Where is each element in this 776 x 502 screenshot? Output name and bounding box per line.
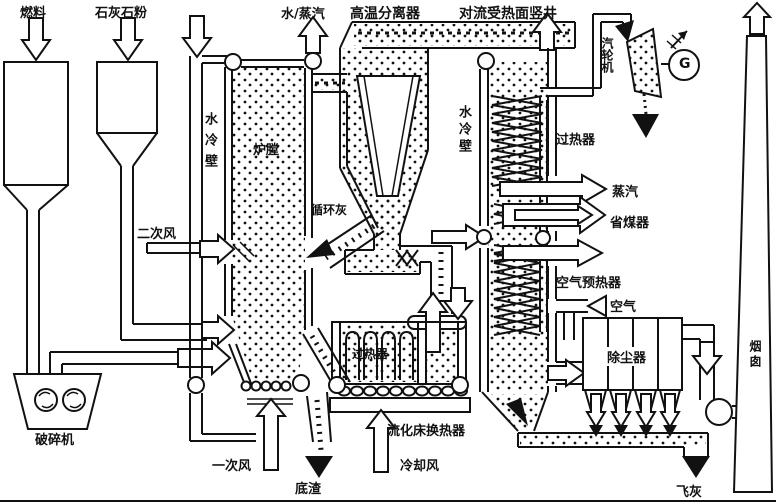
- label-dust-collector: 除尘器: [606, 347, 648, 366]
- label-circulating-ash: 循环灰: [311, 203, 348, 217]
- label-primary-air: 一次风: [212, 459, 252, 474]
- air-inlet: [556, 294, 607, 340]
- fbhe-down-arrow: [441, 287, 475, 321]
- superheater-coil: [491, 95, 543, 187]
- label-water-steam: 水/蒸汽: [281, 7, 325, 22]
- turbine-exhaust-arrow: [632, 114, 659, 138]
- cyclone-separator: [339, 48, 429, 250]
- label-secondary-air: 二次风: [137, 227, 177, 242]
- grate-nozzle: [240, 380, 252, 392]
- fuel-hopper: [3, 61, 69, 374]
- drum-left: [224, 53, 242, 71]
- shaft-top-header: [477, 52, 495, 70]
- shaft-inlet-arrow: [431, 223, 487, 251]
- flue-gas-arrow: [547, 358, 586, 388]
- fbhe-windbox: [329, 397, 471, 413]
- id-fan: [705, 398, 733, 426]
- fbhe-right-header: [451, 376, 469, 394]
- fly-ash-arrow: [682, 456, 710, 478]
- fbhe-superheater-tube: [345, 330, 360, 380]
- ash-return-arrow: [306, 239, 334, 258]
- label-economizer: 省煤器: [610, 216, 650, 231]
- header-drums: [187, 52, 551, 394]
- label-water-wall-left: 水冷壁: [202, 112, 217, 175]
- crushed-fuel-arrow: [177, 339, 232, 377]
- label-fbhe: 流化床换热器: [387, 424, 466, 439]
- shaft-top-arrow: [531, 11, 563, 51]
- label-air-preheater: 空气预热器: [556, 276, 622, 291]
- hopper-arrow-2: [610, 393, 632, 429]
- label-crusher: 破碎机: [35, 433, 75, 448]
- furnace-bottom-header: [292, 374, 310, 392]
- label-superheater-shaft: 过热器: [556, 133, 596, 148]
- furnace: [224, 59, 313, 405]
- label-water-wall-right: 水冷壁: [456, 105, 471, 156]
- hopper-arrow-4: [659, 393, 681, 429]
- label-chimney: 烟囱: [748, 340, 762, 370]
- label-limestone: 石灰石粉: [95, 6, 148, 21]
- label-furnace: 炉膛: [253, 143, 280, 158]
- label-steam: 蒸汽: [612, 185, 639, 200]
- economizer-out-arrow: [502, 238, 605, 268]
- label-generator-g: G: [679, 56, 691, 72]
- label-steam-turbine: 汽轮机: [600, 37, 614, 73]
- secondary-air-pipe: [146, 241, 255, 263]
- label-bottom-slag: 底渣: [295, 482, 322, 497]
- label-fuel: 燃料: [20, 6, 47, 21]
- turbine-inlet-arrow: [615, 20, 634, 42]
- shaft-ash-arrow: [506, 398, 528, 426]
- bottom-slag-duct: [306, 391, 332, 451]
- fan-inlet-arrow: [690, 341, 724, 376]
- label-convection-shaft: 对流受热面竖井: [459, 6, 557, 22]
- label-separator: 高温分离器: [350, 6, 420, 22]
- pipe-header: [535, 230, 551, 246]
- limestone-hopper: [96, 61, 207, 341]
- fuel-feed-arrow: [20, 17, 52, 62]
- label-superheater-fbhe: 过热器: [352, 347, 389, 361]
- hopper-arrow-1: [585, 393, 607, 429]
- fluidized-bed-heat-exchanger: [302, 321, 471, 413]
- primary-air-arrow: [254, 397, 288, 471]
- steam-turbine: [625, 27, 670, 115]
- label-air: 空气: [610, 300, 637, 315]
- vortex-finder: [355, 75, 422, 197]
- flue-to-dust-collector: [556, 361, 586, 385]
- label-fly-ash: 飞灰: [676, 485, 703, 500]
- limestone-inject-arrow: [201, 313, 236, 347]
- fbhe-left-header: [328, 376, 346, 394]
- generator-circle: [668, 49, 700, 81]
- drum-right: [304, 52, 322, 70]
- crossover-duct: [312, 73, 347, 93]
- secondary-air-arrow: [199, 232, 236, 266]
- shaft-mid-header: [476, 229, 492, 245]
- loop-seal: [344, 249, 421, 275]
- cooling-air-arrow: [364, 408, 398, 473]
- label-cooling-air: 冷却风: [400, 459, 440, 474]
- water-steam-arrow: [297, 15, 329, 54]
- chimney: [732, 35, 774, 493]
- downcomer-bottom-header: [187, 376, 205, 394]
- limestone-feed-arrow: [112, 17, 144, 62]
- economizer-arrow-inner: [514, 204, 594, 226]
- downcomer-water-arrow: [181, 15, 213, 59]
- hopper-arrow-3: [635, 393, 657, 429]
- chimney-exit-arrow: [741, 1, 773, 35]
- bottom-slag-arrow: [305, 456, 333, 478]
- air-in-arrow: [585, 294, 607, 318]
- electricity-icon: [666, 30, 688, 50]
